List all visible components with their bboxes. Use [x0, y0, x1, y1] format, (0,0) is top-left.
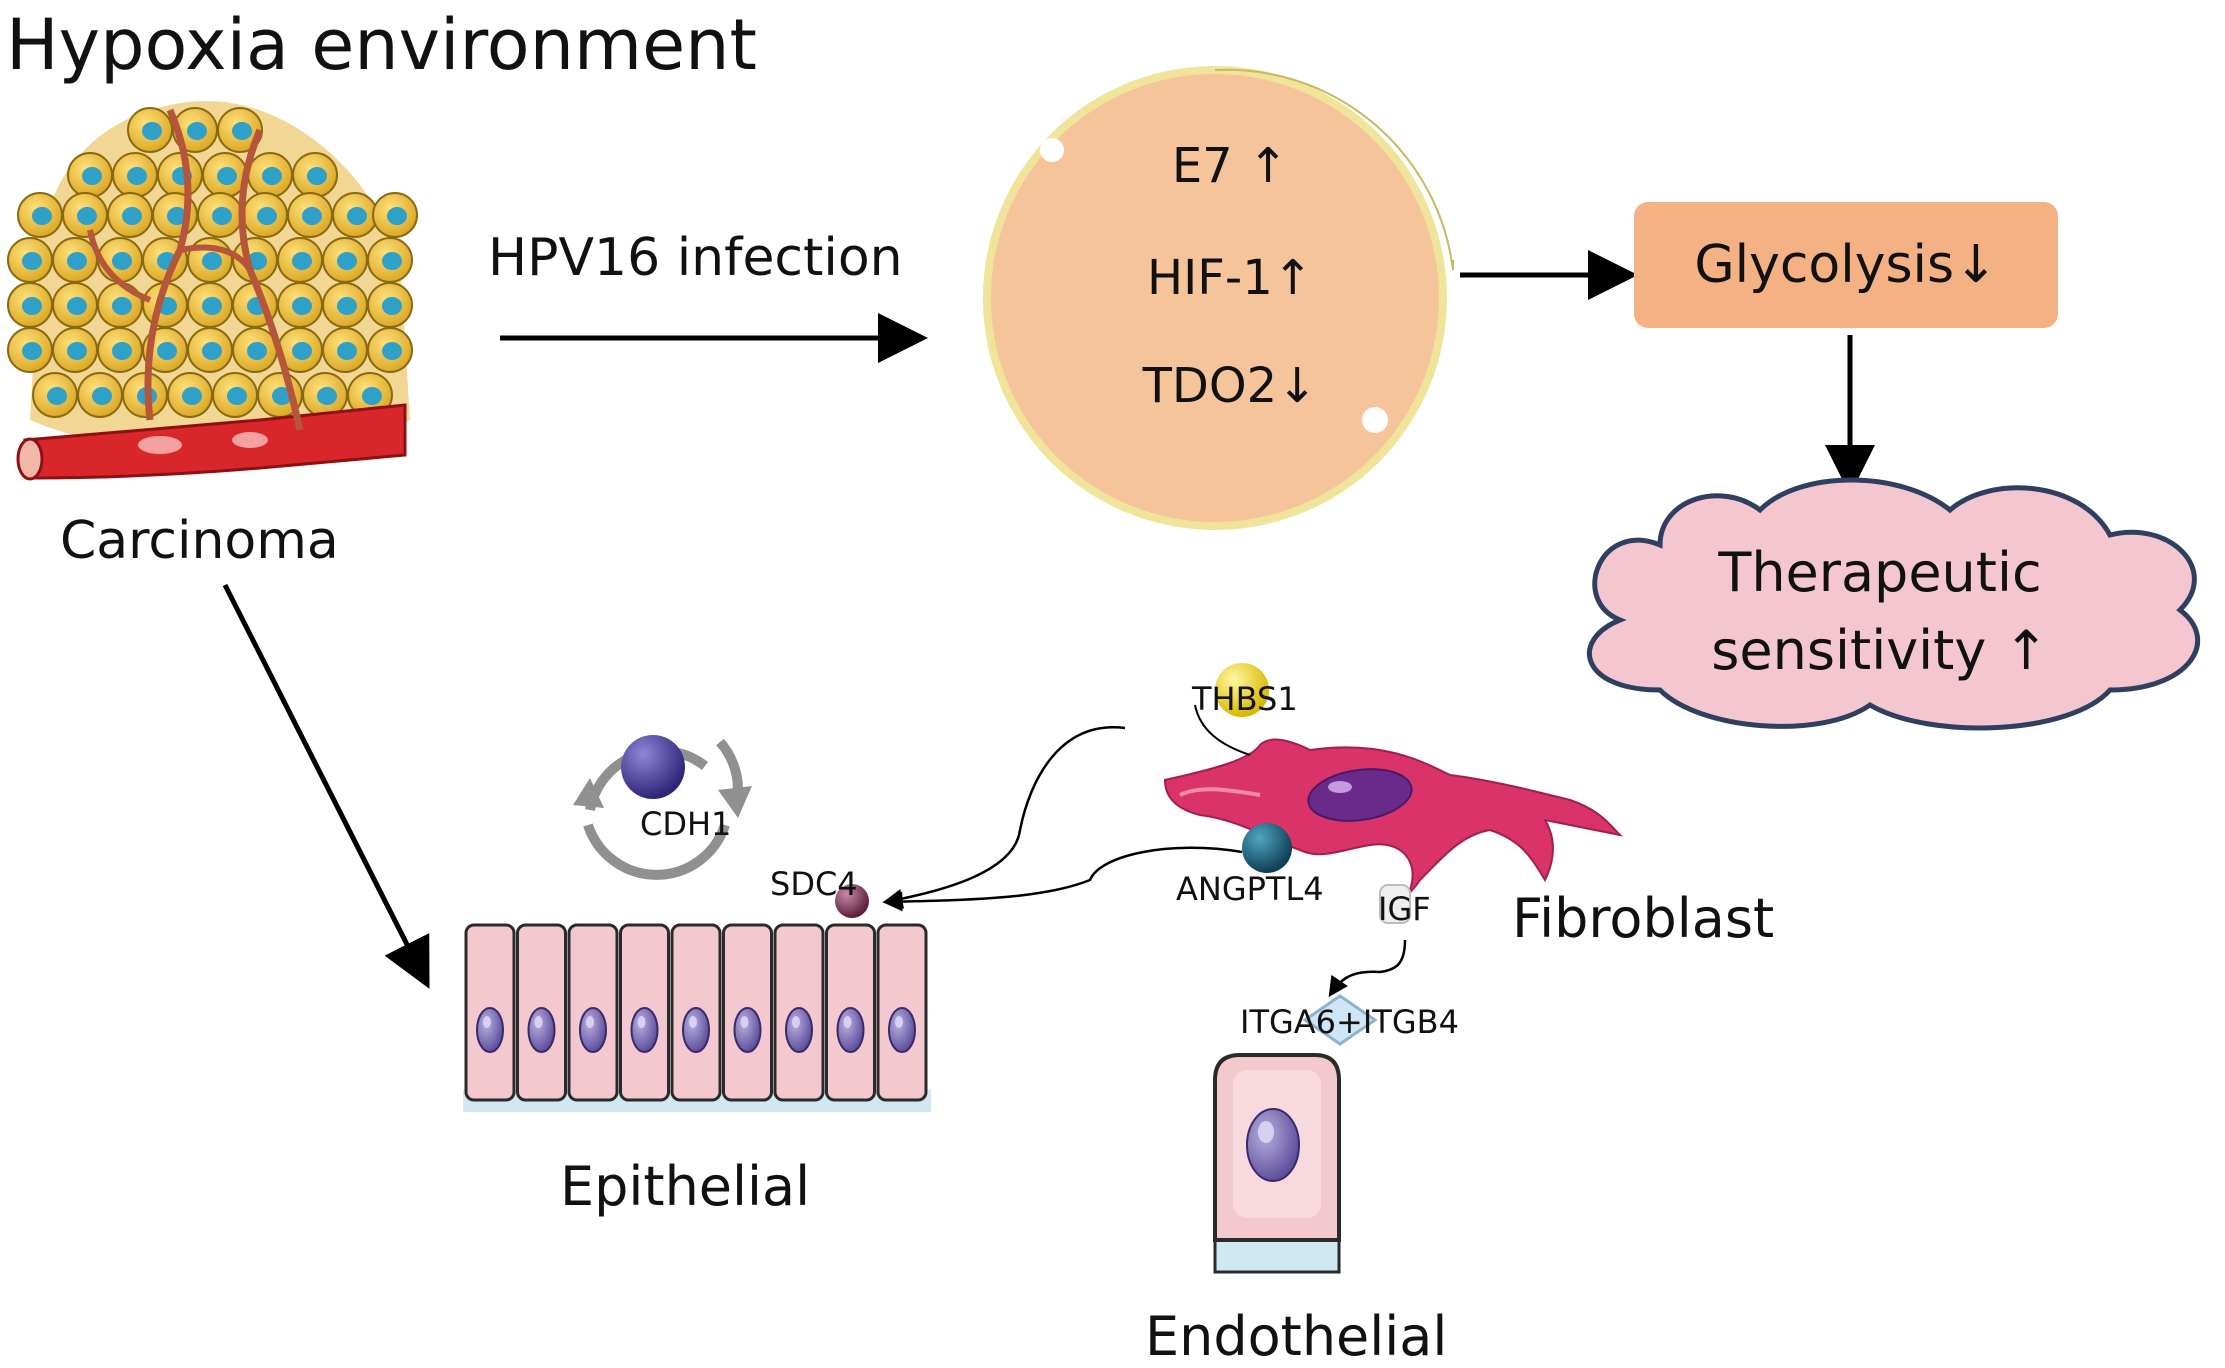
tumor-cell	[332, 192, 378, 238]
tumor-cell	[112, 152, 158, 198]
tumor-cell	[187, 327, 233, 373]
tumor-cell	[197, 192, 243, 238]
epithelial-column-cell	[825, 923, 876, 1102]
cell-item-e7: E7 ↑	[1171, 138, 1289, 194]
carcinoma-to-epithelial-arrow	[222, 583, 430, 989]
glycolysis-label: Glycolysis↓	[1694, 235, 1998, 295]
igf-to-itga6-arrow	[1328, 939, 1407, 998]
tumor-cell	[277, 237, 323, 283]
sdc4-molecule	[835, 884, 869, 918]
cdh1-recycle-cycle	[573, 735, 752, 880]
tumor-cell	[322, 237, 368, 283]
tumor-cell	[187, 282, 233, 328]
fibroblast-label: Fibroblast	[1512, 887, 1775, 950]
tumor-cell	[52, 282, 98, 328]
therapeutic-sensitivity-label: Therapeutic sensitivity ↑	[1580, 534, 2180, 690]
thbs1-molecule	[1215, 663, 1269, 717]
sensitivity-line: sensitivity ↑	[1711, 619, 2049, 682]
tumor-cell	[17, 192, 63, 238]
cdh1-molecule	[621, 735, 685, 799]
tumor-cell	[292, 152, 338, 198]
tumor-cell	[167, 372, 213, 418]
cell-item-tdo2: TDO2↓	[1142, 358, 1318, 414]
tumor-cell	[247, 152, 293, 198]
tumor-cell	[212, 372, 258, 418]
tumor-cell	[322, 282, 368, 328]
tumor-cell	[7, 282, 53, 328]
endothelial-label: Endothelial	[1145, 1305, 1448, 1368]
epithelial-column-cell	[670, 923, 722, 1102]
epithelial-column-cell	[619, 923, 670, 1102]
carcinoma-label: Carcinoma	[60, 511, 339, 571]
angptl4-to-sdc4-arrow	[882, 846, 1243, 912]
epithelial-column-cell	[516, 923, 567, 1102]
tumor-cell	[157, 152, 203, 198]
igf-label: IGF	[1378, 890, 1431, 928]
sdc4-label: SDC4	[770, 865, 858, 903]
tumor-cell	[232, 327, 278, 373]
epithelial-cells	[463, 923, 931, 1112]
epithelial-column-cell	[464, 923, 516, 1102]
tumor-cell	[287, 192, 333, 238]
igf-molecule	[1379, 884, 1411, 924]
itga6-itgb4-receptor	[1302, 994, 1378, 1046]
tumor-cell	[67, 152, 113, 198]
angptl4-molecule	[1242, 823, 1292, 873]
tumor-cell	[77, 372, 123, 418]
tumor-cell	[7, 237, 53, 283]
carcinoma-illustration	[7, 101, 418, 481]
endothelial-cell	[1213, 1053, 1341, 1274]
tumor-cell	[277, 282, 323, 328]
therapeutic-line: Therapeutic	[1718, 541, 2042, 604]
tumor-cell	[107, 192, 153, 238]
thbs1-label: THBS1	[1192, 680, 1298, 718]
epithelial-column-cell	[773, 923, 825, 1102]
tumor-cell	[367, 237, 413, 283]
tumor-cell	[242, 192, 288, 238]
tumor-cell	[217, 107, 263, 153]
tumor-cell	[367, 282, 413, 328]
epithelial-label: Epithelial	[560, 1155, 811, 1218]
cell-item-hif1: HIF-1↑	[1147, 250, 1313, 306]
tumor-cell	[322, 327, 368, 373]
epithelial-column-cell	[876, 923, 928, 1102]
itga6-itgb4-label: ITGA6+ITGB4	[1240, 1003, 1459, 1041]
epithelial-column-cell	[722, 923, 773, 1102]
tumor-cell	[62, 192, 108, 238]
angptl4-label: ANGPTL4	[1176, 870, 1324, 908]
epithelial-column-cell	[567, 923, 619, 1102]
tumor-cell	[32, 372, 78, 418]
tumor-cell	[97, 327, 143, 373]
tumor-cell	[127, 107, 173, 153]
tumor-cell	[367, 327, 413, 373]
glycolysis-box: Glycolysis↓	[1634, 202, 2058, 328]
therapeutic-sensitivity-cloud	[1587, 477, 2201, 731]
cdh1-label: CDH1	[640, 805, 732, 843]
thbs1-to-sdc4-arrow	[882, 726, 1126, 909]
tumor-cell	[187, 237, 233, 283]
page-title: Hypoxia environment	[6, 4, 757, 86]
hpv16-infection-label: HPV16 infection	[488, 228, 903, 288]
tumor-cell	[372, 192, 418, 238]
tumor-cell	[52, 237, 98, 283]
fibroblast-cell	[1163, 738, 1624, 897]
tumor-cell	[97, 282, 143, 328]
hpv-infected-cell	[983, 66, 1454, 530]
tumor-cell	[7, 327, 53, 373]
tumor-cell	[52, 327, 98, 373]
